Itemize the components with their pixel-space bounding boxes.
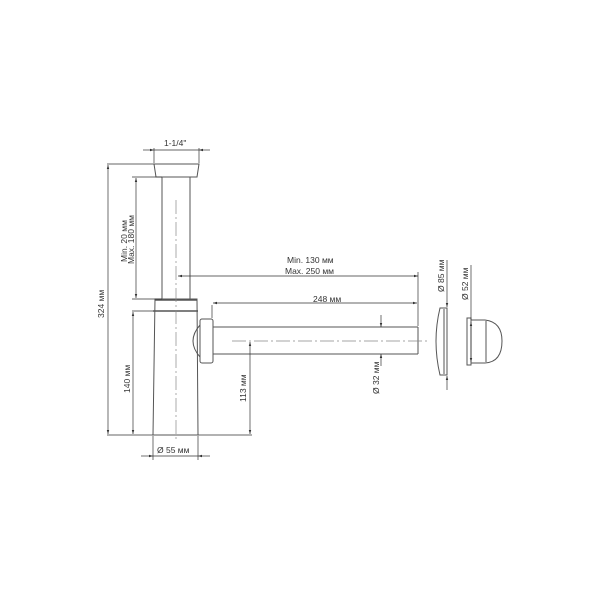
height-adjust-max-label: Max. 180 мм xyxy=(126,214,136,264)
top-cap xyxy=(153,163,200,178)
pipe-length-max-label: Max. 250 мм xyxy=(285,266,335,276)
total-height-label: 324 мм xyxy=(96,289,106,318)
cap-diameter-label: Ø 52 мм xyxy=(460,267,470,300)
pipe-diameter-label: Ø 32 мм xyxy=(371,361,381,394)
pipe-length-label: 248 мм xyxy=(313,294,342,304)
body-diameter-label: Ø 55 мм xyxy=(157,445,190,455)
body-height-label: 140 мм xyxy=(122,364,132,393)
thread-size-label: 1-1/4" xyxy=(164,138,187,148)
trap-body xyxy=(152,298,199,436)
pipe-length-min-label: Min. 130 мм xyxy=(287,255,334,265)
rosette-diameter-label: Ø 85 мм xyxy=(436,259,446,292)
outlet-height-label: 113 мм xyxy=(238,374,248,402)
